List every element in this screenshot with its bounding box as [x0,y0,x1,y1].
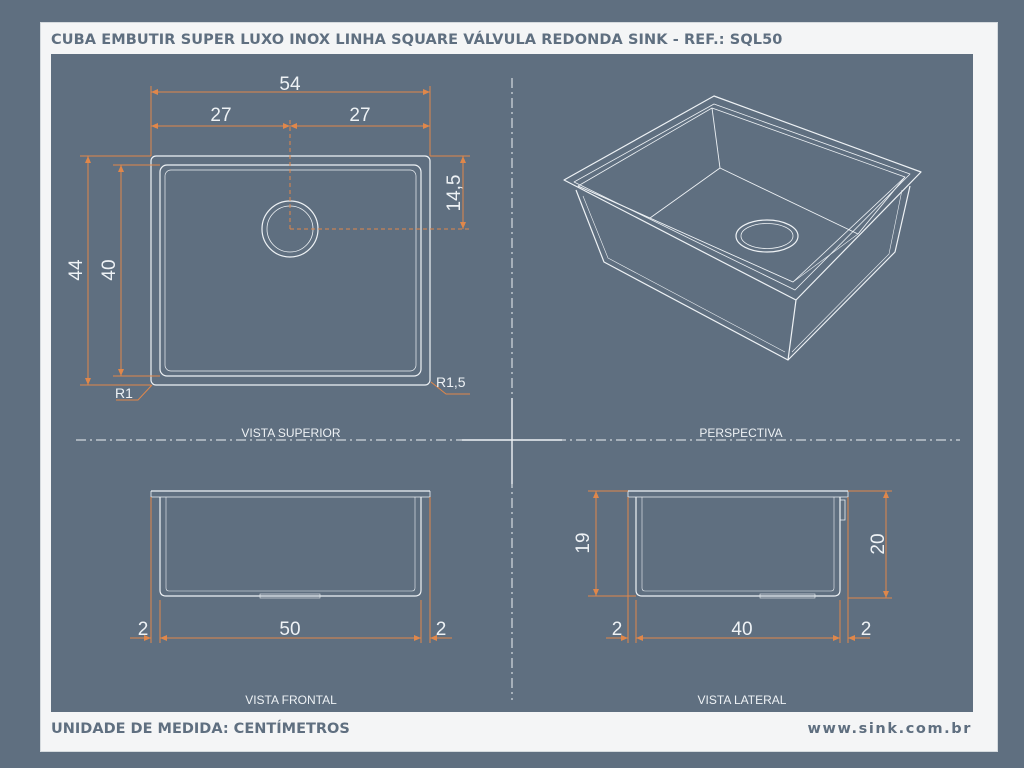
side-view-label: VISTA LATERAL [698,693,787,707]
center-axes [76,78,960,700]
dim-half-left: 27 [210,105,231,126]
top-dimensions [80,86,470,401]
drawing-canvas: 54 27 27 14,5 44 40 R1 R1,5 VISTA SUPERI… [66,74,960,707]
persp-body-front [575,189,797,361]
side-dim-height-left: 19 [573,532,594,553]
top-view: 54 27 27 14,5 44 40 R1 R1,5 VISTA SUPERI… [66,74,470,440]
side-dim-height-right: 20 [868,533,889,554]
persp-drain-inner [740,223,794,249]
radius-right-label: R1,5 [436,374,466,390]
front-dim-center: 50 [279,619,300,640]
radius-left-label: R1 [115,385,133,401]
technical-drawing: 54 27 27 14,5 44 40 R1 R1,5 VISTA SUPERI… [51,54,973,712]
dim-inner-height: 40 [99,259,120,280]
front-view: 2 50 2 VISTA FRONTAL [130,490,452,707]
top-inner-bowl [159,164,422,377]
dim-outer-height: 44 [66,259,87,281]
front-dim-left: 2 [138,619,149,640]
side-dimensions [588,490,892,643]
side-body [635,497,841,597]
website-link[interactable]: www.sink.com.br [807,721,972,737]
page-title: CUBA EMBUTIR SUPER LUXO INOX LINHA SQUAR… [51,32,783,48]
side-dim-center: 40 [731,619,752,640]
front-dimensions [130,497,452,643]
unit-note: UNIDADE DE MEDIDA: CENTÍMETROS [51,721,350,737]
top-view-label: VISTA SUPERIOR [241,426,340,440]
perspective-view: PERSPECTIVA [563,95,922,440]
side-dim-left: 2 [612,619,623,640]
dim-drain-offset: 14,5 [444,175,465,212]
perspective-label: PERSPECTIVA [699,426,782,440]
persp-body-side [787,185,911,361]
side-dim-right: 2 [861,619,872,640]
front-dim-right: 2 [436,619,447,640]
dim-width-54: 54 [279,74,301,95]
front-body [159,497,422,597]
front-view-label: VISTA FRONTAL [245,693,337,707]
dim-half-right: 27 [349,105,370,126]
persp-drain-outer [735,219,799,253]
persp-outer-rim [563,95,922,301]
side-view: 2 40 2 19 20 VISTA LATERAL [573,490,892,707]
